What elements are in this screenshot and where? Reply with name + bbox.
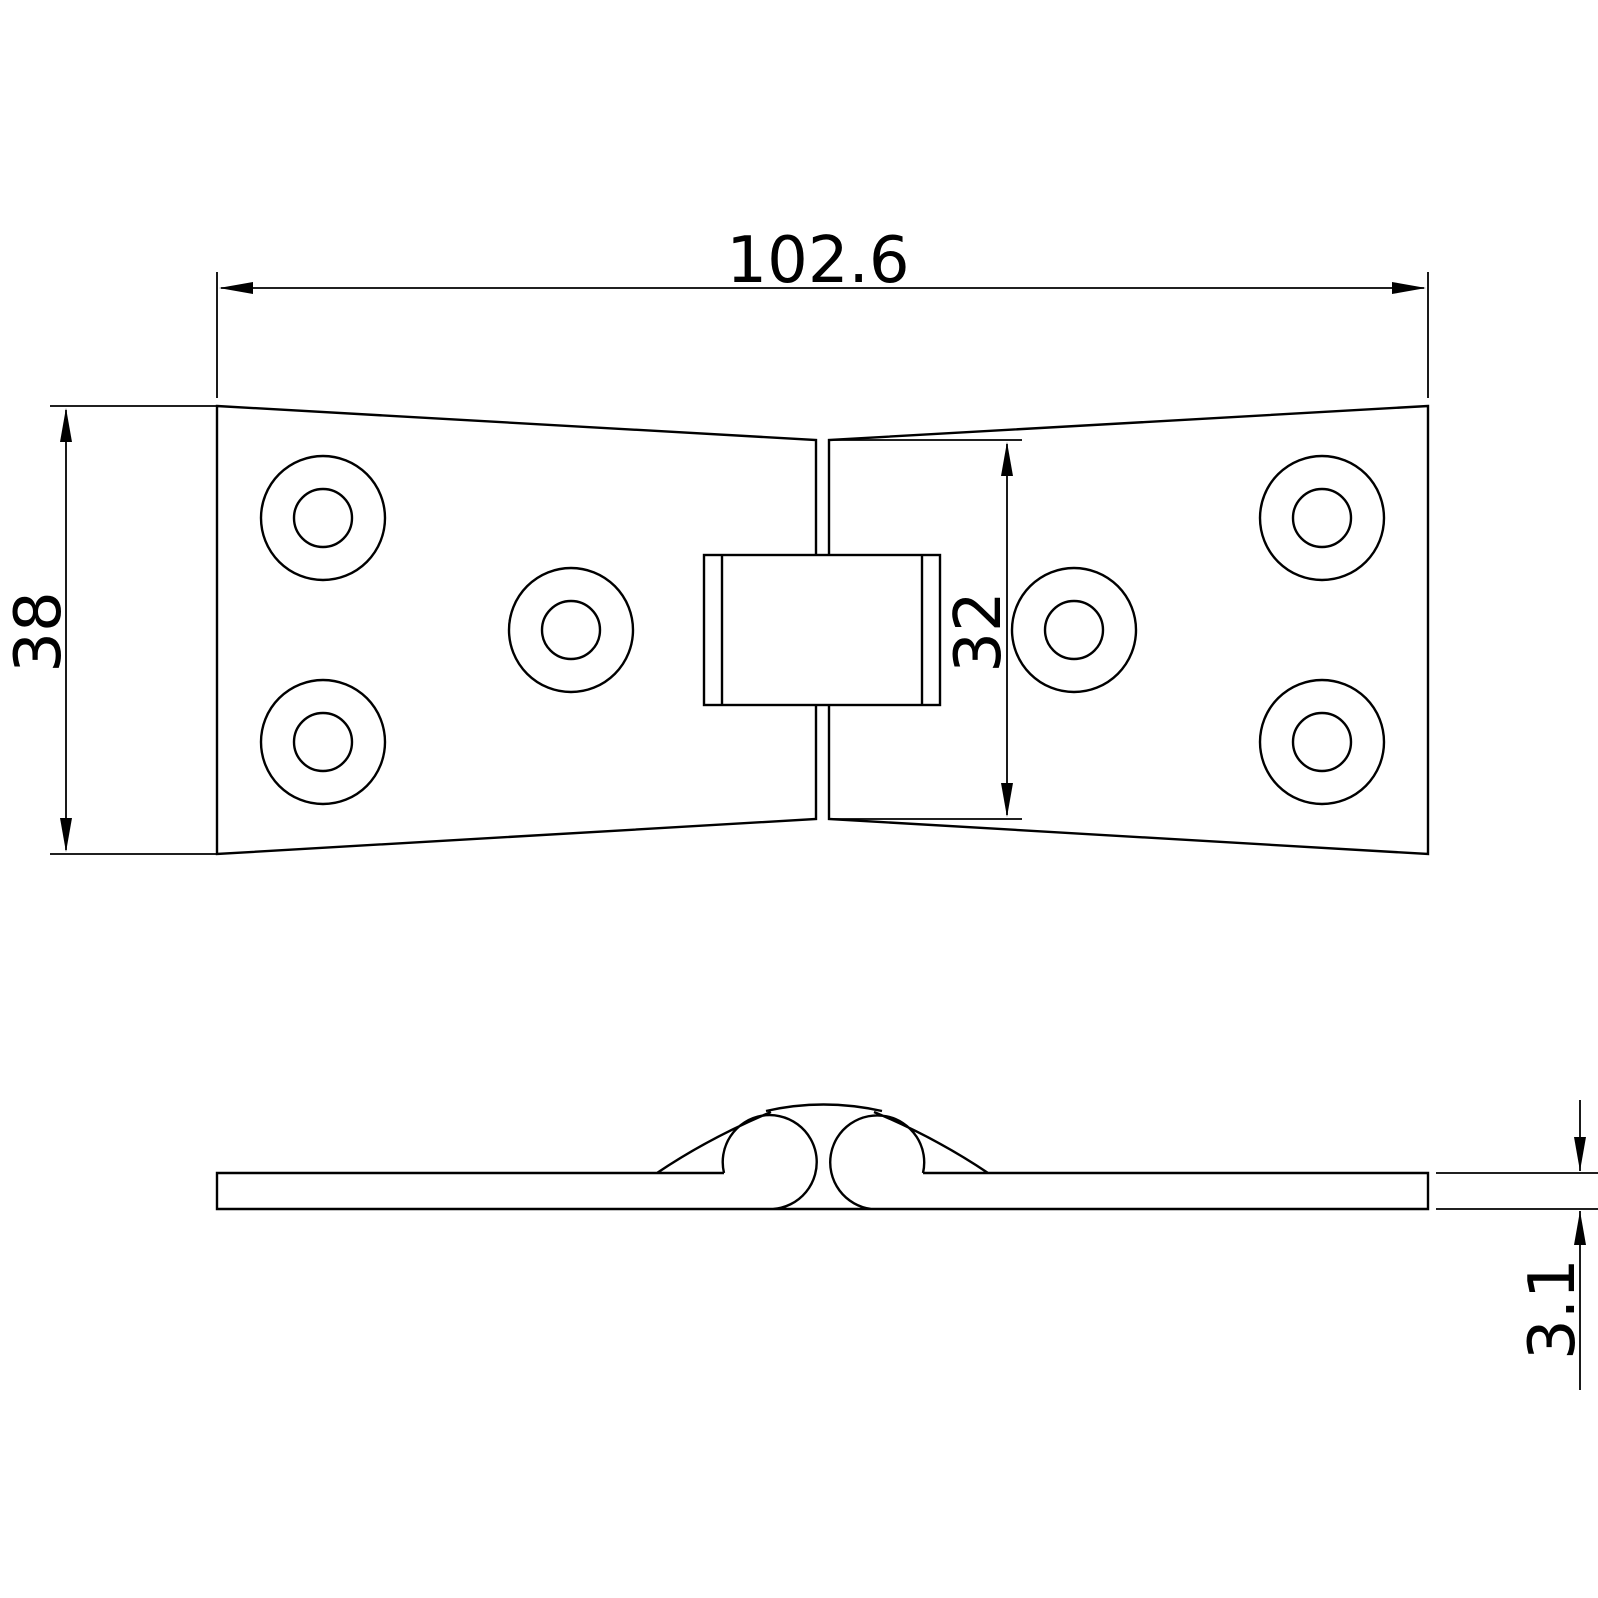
left-leaf <box>215 404 818 856</box>
arrow-down <box>1574 1137 1586 1171</box>
knuckle-body <box>702 553 942 707</box>
arrow-left <box>219 282 253 294</box>
overall-length-label: 102.6 <box>726 224 909 298</box>
arrow-up <box>1574 1211 1586 1245</box>
knuckle-height-label: 32 <box>942 591 1016 672</box>
screw-hole-right-bottom <box>1258 678 1386 806</box>
dimension-leaf-height: 38 <box>2 405 217 855</box>
arrow-down <box>60 818 72 852</box>
top-view <box>215 404 1430 856</box>
arrow-up <box>60 408 72 442</box>
side-view <box>215 1103 1598 1211</box>
knuckle <box>702 553 942 707</box>
screw-hole-left-center <box>507 566 635 694</box>
leaf-height-label: 38 <box>2 591 76 672</box>
thickness-label: 3.1 <box>1516 1258 1590 1360</box>
dimension-overall-length: 102.6 <box>216 224 1429 398</box>
dimension-thickness: 3.1 <box>1516 1100 1590 1390</box>
arrow-right <box>1392 282 1426 294</box>
side-profile <box>215 1103 1430 1211</box>
screw-hole-right-center <box>1010 566 1138 694</box>
screw-hole-left-bottom <box>259 678 387 806</box>
arrow-up <box>1001 442 1013 476</box>
screw-hole-right-top <box>1258 454 1386 582</box>
dimension-knuckle-height: 32 <box>829 439 1022 820</box>
arrow-down <box>1001 783 1013 817</box>
screw-hole-left-top <box>259 454 387 582</box>
